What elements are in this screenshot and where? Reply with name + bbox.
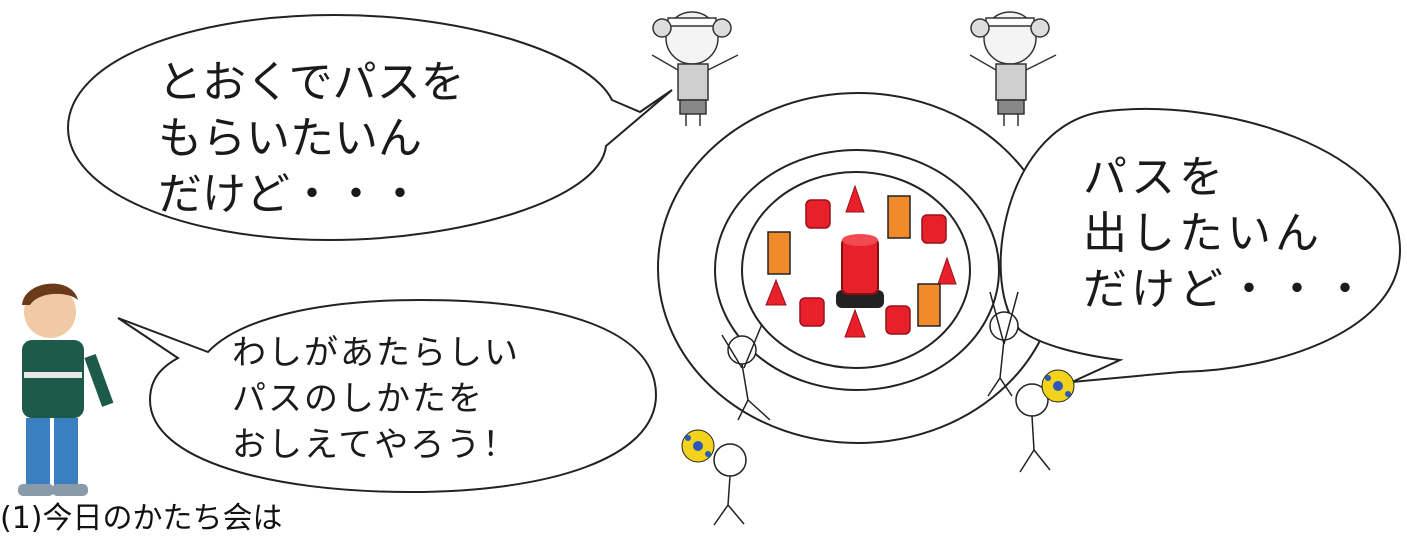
red-can-icon	[885, 305, 911, 335]
center-goal-icon	[836, 234, 884, 308]
section-caption: (1)今日のかたち会は	[0, 501, 283, 536]
red-can-icon	[805, 199, 831, 229]
red-cones	[765, 184, 957, 338]
speech-line: だけど・・・	[158, 169, 422, 220]
cheering-girl-left	[651, 11, 739, 126]
right-student-speech: パスを 出したいん だけど・・・	[1083, 150, 1371, 318]
speech-line: パスを	[1083, 152, 1227, 203]
middle-ring	[714, 149, 1000, 391]
soccer-ball-icon	[1041, 369, 1075, 403]
cone-icon	[765, 278, 787, 306]
cone-icon	[845, 184, 865, 213]
inner-ring	[741, 171, 971, 369]
red-cans	[799, 199, 947, 335]
soccer-ball-icon	[681, 429, 715, 463]
cheering-girl-right	[969, 11, 1057, 126]
teacher-figure	[18, 283, 114, 496]
jumping-kid-left	[721, 323, 771, 421]
cone-icon	[937, 256, 957, 285]
orange-block-icon	[767, 231, 791, 275]
speech-line: おしえてやろう！	[232, 425, 519, 465]
ball-kid-right	[1015, 383, 1051, 473]
ball-kid-left	[713, 443, 747, 526]
speech-line: わしがあたらしい	[232, 333, 520, 373]
speech-bubble-left-student	[66, 13, 673, 242]
left-student-speech: とおくでパスを もらいたいん だけど・・・	[158, 55, 465, 223]
teacher-speech: わしがあたらしい パスのしかたを おしえてやろう！	[232, 330, 520, 468]
red-can-icon	[921, 214, 947, 244]
orange-block-icon	[917, 283, 941, 327]
jumping-kid-right	[987, 291, 1019, 397]
orange-block-icon	[887, 195, 911, 239]
speech-line: 出したいん	[1083, 208, 1323, 259]
speech-line: とおくでパスを	[158, 57, 465, 108]
cone-icon	[844, 308, 866, 338]
speech-line: だけど・・・	[1083, 264, 1371, 315]
speech-line: パスのしかたを	[232, 379, 484, 419]
speech-bubble-right-student	[999, 108, 1402, 383]
red-can-icon	[799, 297, 825, 327]
speech-line: もらいたいん	[158, 113, 422, 164]
orange-blocks	[767, 195, 941, 327]
speech-bubble-teacher	[117, 298, 658, 494]
